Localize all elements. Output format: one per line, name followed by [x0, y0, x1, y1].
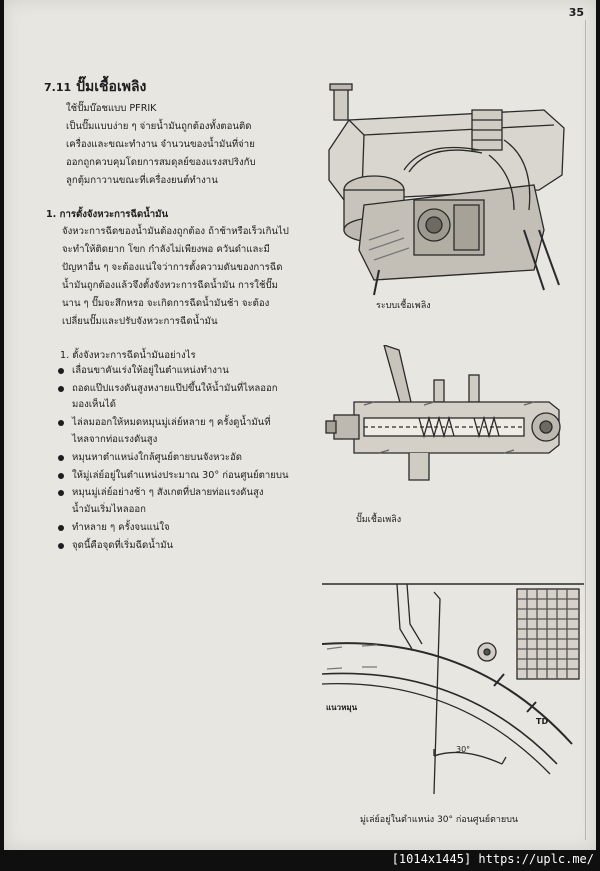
bullet-icon: [58, 524, 64, 531]
section-title: ปั๊มเชื้อเพลิง: [76, 79, 147, 95]
bullet-icon: [58, 385, 64, 392]
step-text-continued: ไหลจากท่อแรงดันสูง: [72, 433, 158, 445]
bullet-icon: [58, 368, 64, 374]
step-text: เลื่อนขาคันเร่งให้อยู่ในตำแหน่งทำงาน: [72, 365, 229, 376]
intro-line: ใช้ปั๊มบ๊อชแบบ PFRIK: [66, 103, 157, 114]
intro-line: เครื่องและขณะทำงาน จำนวนของน้ำมันที่จ่าย: [66, 139, 255, 150]
subsection-line: จังหวะการฉีดของน้ำมันต้องถูกต้อง ถ้าช้าห…: [62, 226, 289, 237]
flywheel-caption: มู่เล่ย์อยู่ในตำแหน่ง 30° ก่อนศูนย์ตายบน: [360, 815, 519, 825]
step-text: หมุนมู่เล่ย์อย่างช้า ๆ สังเกตที่ปลายท่อแ…: [72, 487, 264, 499]
page-number: 35: [568, 6, 584, 19]
section-heading: 7.11 ปั๊มเชื้อเพลิง: [44, 76, 146, 98]
step-text: ถอดแป๊ปแรงดันสูงหงายแป๊ปขึ้นให้น้ำมันที่…: [72, 382, 278, 394]
fuel-system-caption: ระบบเชื้อเพลิง: [376, 301, 431, 311]
angle-label: 30°: [456, 745, 470, 754]
step-text-continued: มองเห็นได้: [72, 399, 116, 411]
bullet-icon: [58, 454, 64, 461]
footer-text: [1014x1445] https://uplc.me/: [391, 852, 594, 866]
intro-line: ลูกตุ้มกาวานขณะที่เครื่องยนต์ทำงาน: [66, 175, 218, 186]
step-item: ให้มู่เล่ย์อยู่ในตำแหน่งประมาณ 30° ก่อนศ…: [58, 468, 289, 485]
step-text: จุดนี้คือจุดที่เริ่มฉีดน้ำมัน: [72, 539, 174, 551]
subsection-line: เปลี่ยนปั๊มและปรับจังหวะการฉีดน้ำมัน: [62, 316, 218, 327]
step-text: ไล่ลมออกให้หมดหมุนมู่เล่ย์หลาย ๆ ครั้งดู…: [72, 417, 271, 429]
fuel-pump-illustration: [325, 345, 561, 481]
td-label: TD: [536, 717, 548, 726]
subsection-title: การตั้งจังหวะการฉีดน้ำมัน: [59, 209, 169, 220]
bullet-icon: [58, 542, 64, 549]
subsection-line: นาน ๆ ปั๊มจะสึกหรอ จะเกิดการฉีดน้ำมันช้า…: [62, 298, 270, 309]
footer-bar: [1014x1445] https://uplc.me/: [0, 850, 600, 871]
rotation-label: แนวหมุน: [326, 703, 358, 713]
subsection-line: ปัญหาอื่น ๆ จะต้องแน่ใจว่าการตั้งความดัน…: [62, 262, 283, 273]
step-item: จุดนี้คือจุดที่เริ่มฉีดน้ำมัน: [58, 538, 289, 555]
step-item: ไล่ลมออกให้หมดหมุนมู่เล่ย์หลาย ๆ ครั้งดู…: [58, 415, 289, 448]
subsection-heading: 1. การตั้งจังหวะการฉีดน้ำมัน: [46, 207, 168, 222]
bullet-icon: [58, 420, 64, 427]
subsection-paragraph: จังหวะการฉีดของน้ำมันต้องถูกต้อง ถ้าช้าห…: [62, 223, 289, 331]
step-item: เลื่อนขาคันเร่งให้อยู่ในตำแหน่งทำงาน: [58, 363, 289, 380]
step-item: ถอดแป๊ปแรงดันสูงหงายแป๊ปขึ้นให้น้ำมันที่…: [58, 381, 289, 414]
fuel-system-illustration: [328, 83, 565, 296]
steps-list: เลื่อนขาคันเร่งให้อยู่ในตำแหน่งทำงาน ถอด…: [58, 363, 289, 556]
step-text-continued: น้ำมันเริ่มไหลออก: [72, 503, 146, 515]
bullet-icon: [58, 490, 64, 497]
subsection-line: น้ำมันถูกต้องแล้วจึงตั้งจังหวะการฉีดน้ำม…: [62, 280, 278, 291]
section-number: 7.11: [44, 81, 72, 94]
subsection-number: 1.: [46, 209, 57, 220]
steps-heading: 1. ตั้งจังหวะการฉีดน้ำมันอย่างไร: [60, 350, 196, 361]
step-text: หมุนหาตำแหน่งใกล้ศูนย์ตายบนจังหวะอัด: [72, 451, 242, 463]
bullet-icon: [58, 472, 64, 479]
subsection-line: จะทำให้ติดยาก โขก กำลังไม่เพียงพอ ควันดำ…: [62, 244, 270, 255]
step-text: ให้มู่เล่ย์อยู่ในตำแหน่งประมาณ 30° ก่อนศ…: [72, 469, 289, 481]
document-page: 35 7.11 ปั๊มเชื้อเพลิง ใช้ปั๊มบ๊อชแบบ PFR…: [4, 0, 596, 850]
margin-line: [585, 20, 586, 840]
pump-caption: ปั๊มเชื้อเพลิง: [356, 515, 402, 525]
step-item: หมุนมู่เล่ย์อย่างช้า ๆ สังเกตที่ปลายท่อแ…: [58, 485, 289, 518]
intro-line: ออกถูกควบคุมโดยการสมดุลย์ของแรงสปริงกับ: [66, 157, 256, 168]
step-item: ทำหลาย ๆ ครั้งจนแน่ใจ: [58, 520, 289, 537]
flywheel-illustration: แนวหมุน 30° TD: [322, 583, 584, 795]
step-text: ทำหลาย ๆ ครั้งจนแน่ใจ: [72, 521, 170, 533]
step-item: หมุนหาตำแหน่งใกล้ศูนย์ตายบนจังหวะอัด: [58, 450, 289, 467]
intro-paragraph: ใช้ปั๊มบ๊อชแบบ PFRIK เป็นปั๊มแบบง่าย ๆ จ…: [66, 100, 256, 190]
intro-line: เป็นปั๊มแบบง่าย ๆ จ่ายน้ำมันถูกต้องทั้งต…: [66, 121, 252, 132]
